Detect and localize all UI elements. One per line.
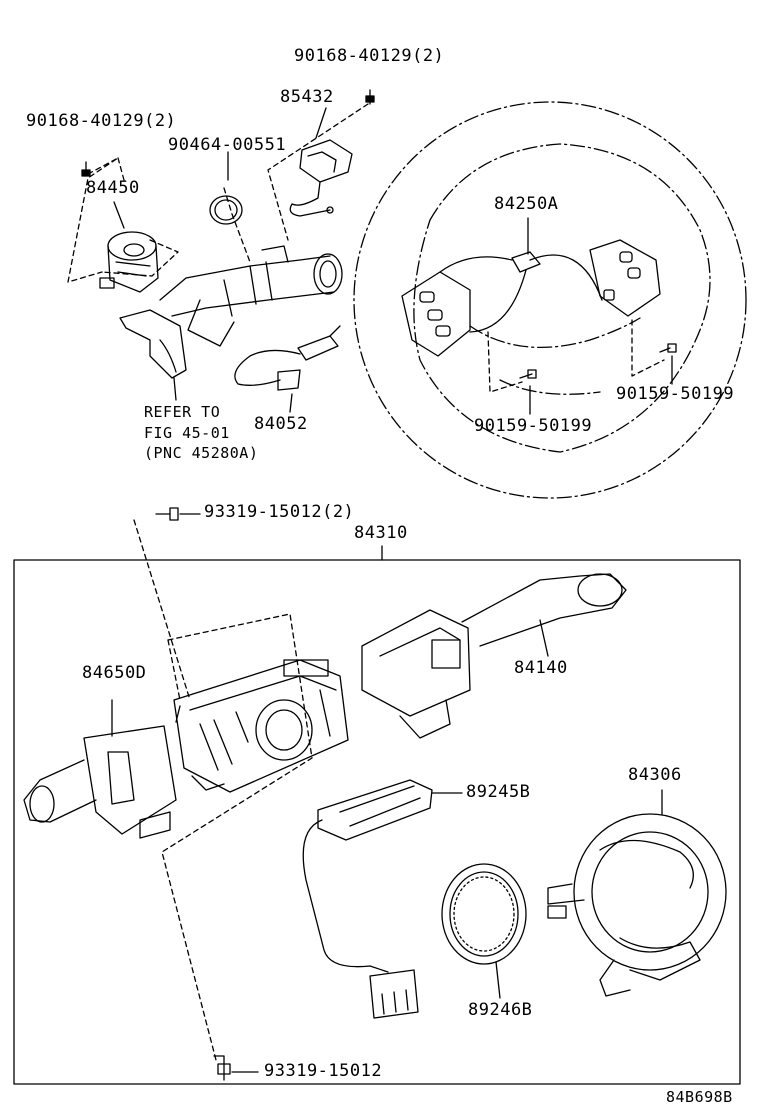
part-number-label: 84140: [514, 658, 568, 678]
part-number-label: 84052: [254, 414, 308, 434]
assembly-box-84310: [13, 559, 741, 1085]
bolt-icon: [659, 343, 677, 353]
sensor-89245B: [302, 779, 433, 1019]
part-number-label: 90464-00551: [168, 135, 287, 155]
part-number-label: 90159-50199: [474, 416, 593, 436]
part-number-label: 90168-40129(2): [26, 111, 177, 131]
reference-note-line1: REFER TO: [144, 403, 221, 421]
part-number-label: 85432: [280, 87, 334, 107]
harness-part-84052: [234, 325, 341, 391]
ring-89246B: [441, 863, 527, 965]
turn-switch-84140: [361, 573, 627, 739]
steering-wheel: [353, 101, 747, 499]
reference-note-line2: FIG 45-01: [144, 424, 230, 442]
switch-body: [173, 659, 349, 793]
sensor-part-84450: [99, 231, 159, 293]
switch-pad-left: [401, 256, 513, 357]
spiral-cable-84306: [547, 813, 727, 997]
bolt-icon: [365, 89, 375, 105]
bolt-icon: [519, 369, 537, 379]
part-number-label: 89246B: [468, 1000, 533, 1020]
part-number-label: 84306: [628, 765, 682, 785]
part-number-label: 84250A: [494, 194, 559, 214]
reference-note-line3: (PNC 45280A): [144, 444, 259, 462]
steering-column: [159, 245, 343, 347]
sensor-part-85432: [289, 139, 353, 217]
column-cover: [119, 309, 187, 379]
bolt-icon: [155, 507, 179, 521]
part-number-label: 84650D: [82, 663, 147, 683]
part-number-label: 93319-15012: [264, 1061, 383, 1081]
connector-84250A: [511, 251, 541, 273]
part-number-label: 84450: [86, 178, 140, 198]
part-number-label: 84310: [354, 523, 408, 543]
part-number-label: 93319-15012(2): [204, 502, 355, 522]
switch-pad-right: [589, 239, 661, 317]
wiper-switch-84650D: [23, 725, 177, 839]
part-number-label: 90168-40129(2): [294, 46, 445, 66]
clip-ring-icon: [209, 195, 243, 225]
figure-code: 84B698B: [666, 1088, 733, 1106]
part-number-label: 90159-50199: [616, 384, 735, 404]
part-number-label: 89245B: [466, 782, 531, 802]
bolt-icon: [213, 1055, 231, 1081]
